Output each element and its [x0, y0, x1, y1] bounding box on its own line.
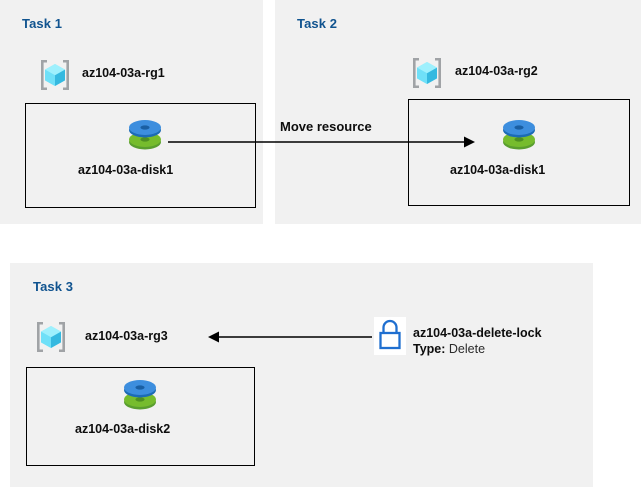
resource-group-label-rg1: az104-03a-rg1	[82, 66, 165, 80]
resource-container-task-1	[25, 103, 256, 208]
panel-task-2-title: Task 2	[297, 16, 338, 31]
resource-container-task-3	[26, 367, 255, 466]
resource-label-disk1-task2: az104-03a-disk1	[450, 163, 546, 177]
resource-container-task-2	[408, 99, 630, 206]
lock-arrow	[208, 331, 372, 343]
panel-task-1	[0, 0, 263, 224]
resource-label-disk2-task3: az104-03a-disk2	[75, 422, 171, 436]
resource-group-label-rg3: az104-03a-rg3	[85, 329, 168, 343]
lock-icon	[374, 317, 406, 355]
panel-task-2	[275, 0, 641, 224]
lock-type-value: Delete	[448, 342, 486, 356]
move-resource-label: Move resource	[280, 119, 372, 134]
panel-task-3	[10, 263, 593, 487]
move-resource-arrow	[168, 136, 475, 148]
panel-task-1-title: Task 1	[22, 16, 63, 31]
panel-task-3-title: Task 3	[33, 279, 74, 294]
managed-disk-icon	[497, 114, 541, 156]
managed-disk-icon	[123, 114, 167, 156]
lock-type-row: Type: Delete	[413, 342, 485, 356]
managed-disk-icon	[118, 374, 162, 416]
lock-label: az104-03a-delete-lock	[413, 326, 542, 340]
lock-type-key: Type:	[413, 342, 446, 356]
resource-group-label-rg2: az104-03a-rg2	[455, 64, 538, 78]
resource-group-icon	[36, 56, 74, 94]
resource-group-icon	[32, 318, 70, 356]
resource-label-disk1-task1: az104-03a-disk1	[78, 163, 174, 177]
resource-group-icon	[408, 54, 446, 92]
